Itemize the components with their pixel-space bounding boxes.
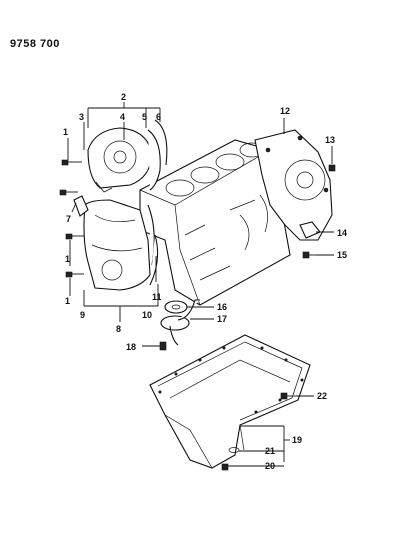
cover-seal-11 (149, 234, 159, 286)
callout-2: 2 (121, 92, 126, 102)
gasket-21 (228, 447, 240, 453)
bolt-22 (280, 392, 296, 400)
callout-16: 16 (217, 302, 227, 312)
rear-plate (254, 129, 333, 241)
callout-9: 9 (80, 310, 85, 320)
bolt-1-mid (65, 233, 84, 240)
cover-seal-5 (147, 129, 161, 191)
cylinder-block (139, 139, 291, 306)
callout-17: 17 (217, 314, 227, 324)
oil-pan-flange-holes (158, 346, 304, 414)
callout-3: 3 (79, 112, 84, 122)
callout-11: 11 (152, 292, 162, 302)
callout-8: 8 (116, 324, 121, 334)
bolt-7 (59, 189, 78, 196)
callout-12: 12 (280, 106, 290, 116)
callout-10: 10 (142, 310, 152, 320)
leader-lines (67, 102, 334, 467)
timing-belt-cover-lower (83, 199, 151, 291)
callout-labels: 1 2 3 4 5 6 7 1 1 9 8 10 11 12 13 14 15 … (63, 92, 347, 471)
oil-screen (160, 299, 200, 346)
oil-pan (149, 334, 311, 469)
bolt-1-low (65, 271, 84, 278)
timing-belt-cover-upper (87, 127, 153, 193)
callout-6: 6 (156, 112, 161, 122)
callout-1-mid: 1 (65, 254, 70, 264)
drain-bolt-18 (159, 341, 167, 351)
callout-14: 14 (337, 228, 347, 238)
callout-5: 5 (142, 112, 147, 122)
bolt-13 (328, 164, 336, 172)
callout-15: 15 (337, 250, 347, 260)
callout-20: 20 (265, 461, 275, 471)
bracket (73, 195, 89, 217)
callout-4: 4 (120, 112, 125, 122)
callout-21: 21 (265, 446, 275, 456)
bolt-15 (302, 251, 316, 259)
callout-19: 19 (292, 435, 302, 445)
bolt-1-top (61, 159, 82, 166)
cover-seal-6 (154, 119, 168, 166)
callout-22: 22 (317, 391, 327, 401)
callout-13: 13 (325, 135, 335, 145)
callout-18: 18 (126, 342, 136, 352)
callout-1-top: 1 (63, 127, 68, 137)
drain-plug-20 (221, 463, 229, 471)
callout-7: 7 (66, 214, 71, 224)
oil-screen-gasket (164, 300, 188, 314)
callout-1-low: 1 (65, 296, 70, 306)
diagram-number: 9758 700 (10, 38, 60, 50)
